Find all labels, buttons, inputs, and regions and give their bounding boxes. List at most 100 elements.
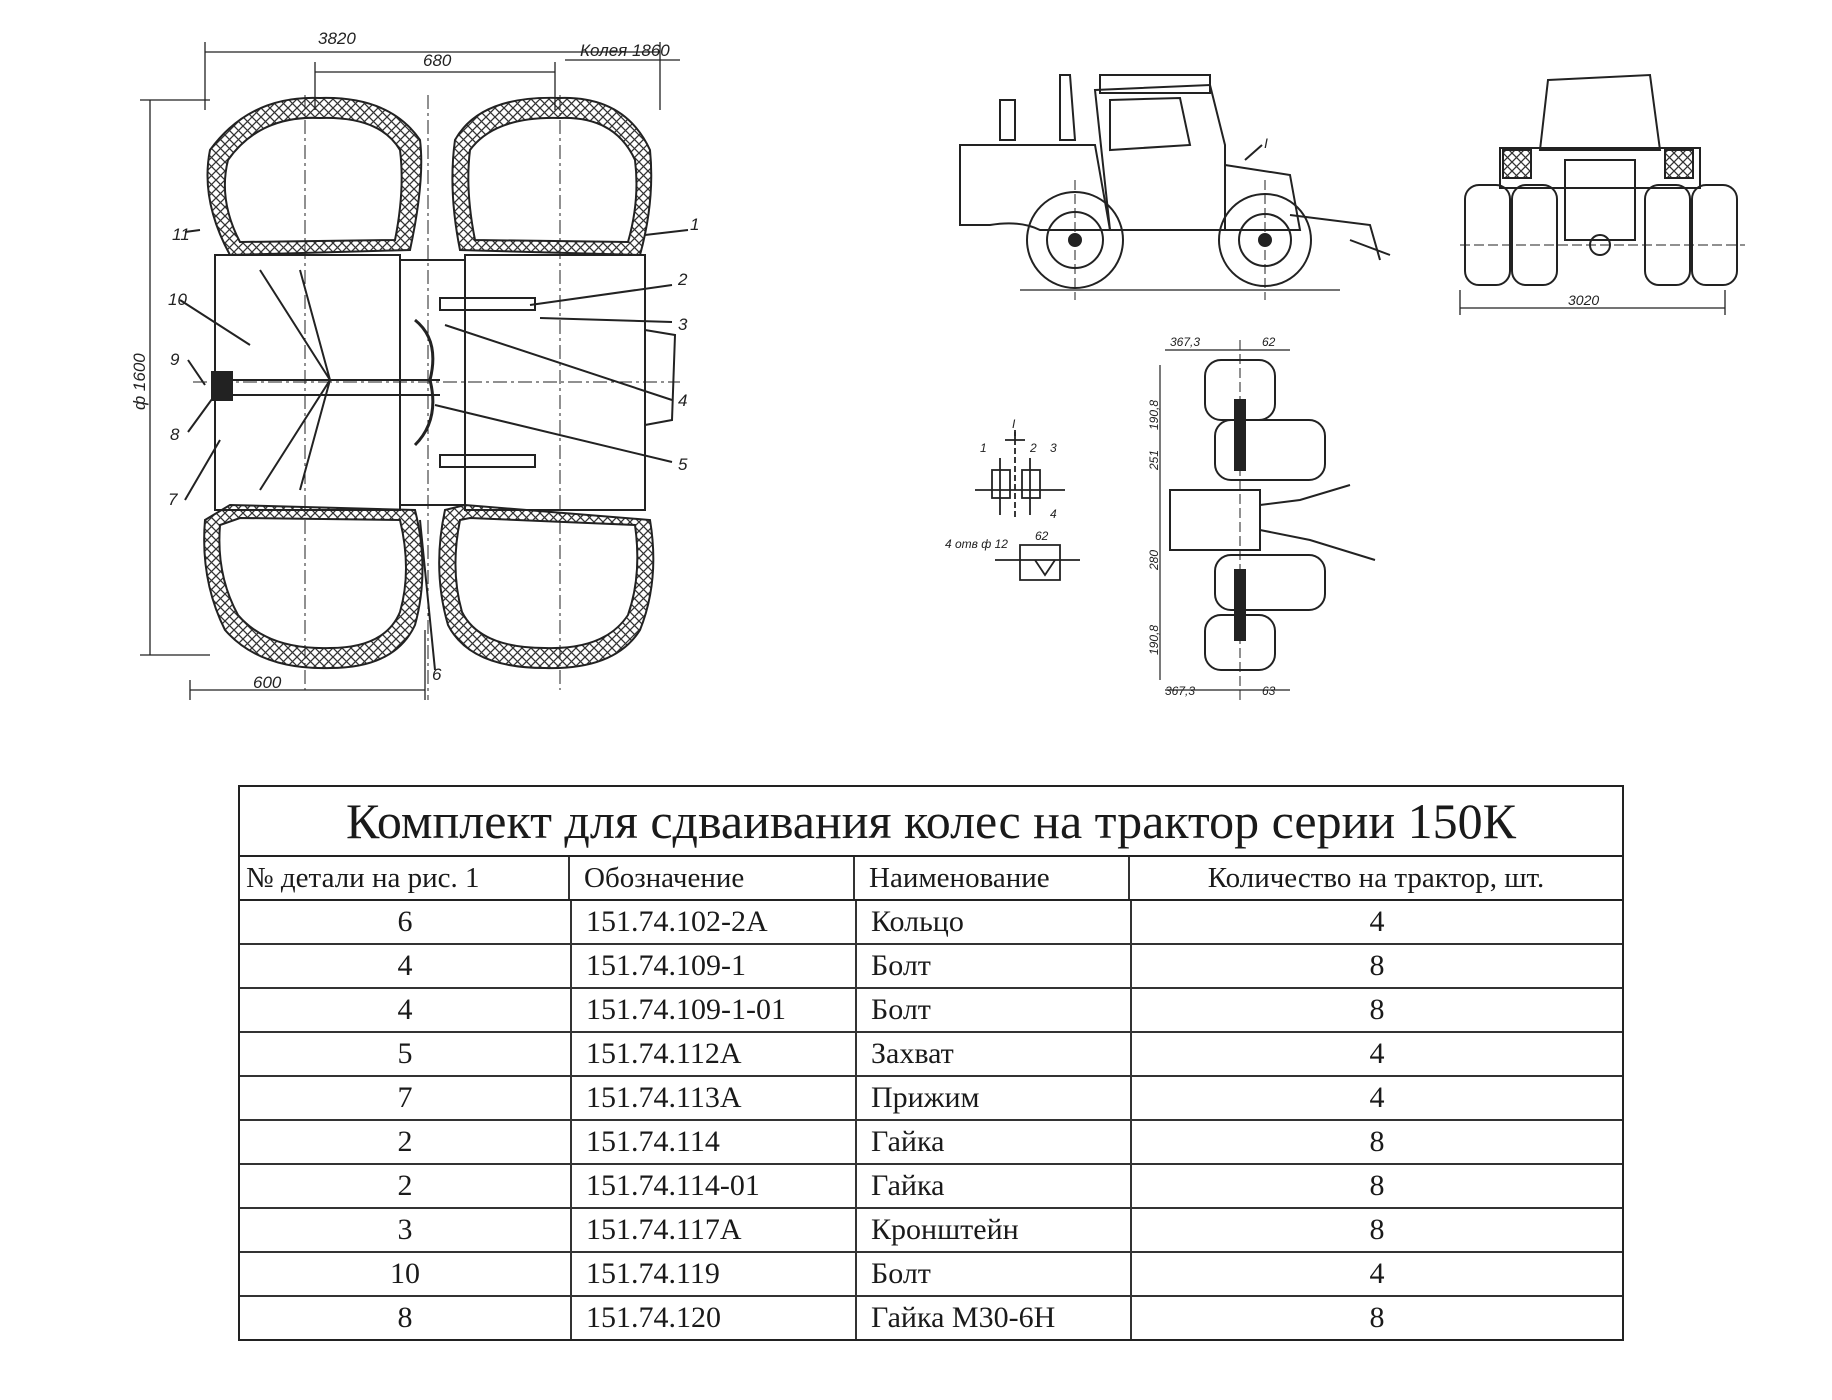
name-cell: Прижим [857, 1077, 1132, 1119]
name-cell: Болт [857, 1253, 1132, 1295]
svg-text:680: 680 [423, 51, 452, 70]
designation-cell: 151.74.113А [572, 1077, 857, 1119]
svg-text:5: 5 [678, 455, 688, 474]
quantity-cell: 8 [1369, 1125, 1385, 1158]
name-cell: Болт [857, 945, 1132, 987]
svg-text:62: 62 [1262, 335, 1276, 349]
svg-text:3: 3 [1050, 441, 1057, 455]
name-cell: Кронштейн [857, 1209, 1132, 1251]
svg-text:190,8: 190,8 [1147, 400, 1161, 430]
tire-bottom-right [438, 503, 655, 670]
name-cell: Болт [857, 989, 1132, 1031]
svg-text:1: 1 [980, 441, 987, 455]
detail-view-1-labels: I 1 2 3 4 4 отв ф 12 62 [945, 417, 1057, 551]
svg-text:6: 6 [432, 665, 442, 684]
svg-text:367,3: 367,3 [1165, 684, 1195, 698]
designation-cell: 151.74.109-1 [572, 945, 857, 987]
tire-top-right [451, 96, 653, 257]
name-cell: Кольцо [857, 901, 1132, 943]
dual-wheel-section-view [140, 42, 689, 700]
tractor-rear-view [1459, 73, 1745, 315]
designation-cell: 151.74.112А [572, 1033, 857, 1075]
svg-text:11: 11 [172, 225, 190, 244]
designation-cell: 151.74.120 [572, 1297, 857, 1339]
svg-text:2: 2 [677, 270, 688, 289]
svg-text:1: 1 [690, 215, 699, 234]
part-no-cell: 3 [240, 1209, 572, 1251]
name-cell: Гайка [857, 1121, 1132, 1163]
svg-text:4 отв ф 12: 4 отв ф 12 [945, 537, 1008, 551]
svg-text:367,3: 367,3 [1170, 335, 1200, 349]
quantity-cell: 8 [1369, 1213, 1385, 1246]
designation-cell: 151.74.102-2А [572, 901, 857, 943]
clamp-bolt [211, 371, 233, 401]
tractor-side-view [959, 74, 1391, 300]
svg-text:ф 1600: ф 1600 [130, 353, 149, 410]
svg-text:280: 280 [1147, 550, 1161, 571]
part-no-cell: 6 [240, 901, 572, 943]
view-marker-label: I [1264, 135, 1268, 151]
svg-text:8: 8 [170, 425, 180, 444]
quantity-cell: 4 [1369, 1081, 1385, 1114]
svg-text:3: 3 [678, 315, 688, 334]
part-no-cell: 7 [240, 1077, 572, 1119]
part-no-cell: 2 [240, 1165, 572, 1207]
part-no-cell: 10 [240, 1253, 572, 1295]
svg-text:251: 251 [1147, 450, 1161, 471]
svg-text:4: 4 [1050, 507, 1057, 521]
header-name: Наименование [855, 857, 1130, 899]
name-cell: Захват [857, 1033, 1132, 1075]
designation-cell: 151.74.114-01 [572, 1165, 857, 1207]
header-part-no: № детали на рис. 1 [240, 857, 570, 899]
svg-text:I: I [1012, 417, 1016, 431]
plan-view-labels: 367,3 62 190,8 251 280 190,8 367,3 63 [1147, 335, 1276, 698]
bolt-lower [439, 454, 536, 468]
designation-cell: 151.74.114 [572, 1121, 857, 1163]
rear-width-label: 3020 [1568, 292, 1599, 308]
svg-text:9: 9 [170, 350, 180, 369]
header-quantity: Количество на трактор, шт. [1207, 861, 1545, 894]
designation-cell: 151.74.119 [572, 1253, 857, 1295]
quantity-cell: 4 [1369, 1257, 1385, 1290]
name-cell: Гайка М30-6Н [857, 1297, 1132, 1339]
part-no-cell: 5 [240, 1033, 572, 1075]
designation-cell: 151.74.117А [572, 1209, 857, 1251]
svg-text:Колея 1860: Колея 1860 [580, 41, 670, 60]
svg-text:62: 62 [1035, 529, 1049, 543]
part-no-cell: 8 [240, 1297, 572, 1339]
tractor-plan-view [1159, 340, 1376, 700]
parts-table-header: № детали на рис. 1 Обозначение Наименова… [240, 857, 1622, 901]
spokes [259, 269, 332, 491]
bolt-upper [439, 297, 536, 311]
ring-part [413, 318, 435, 447]
quantity-cell: 8 [1369, 1169, 1385, 1202]
part-no-cell: 2 [240, 1121, 572, 1163]
parts-table-title: Комплект для сдваивания колес на трактор… [240, 787, 1622, 857]
quantity-cell: 4 [1369, 1037, 1385, 1070]
designation-cell: 151.74.109-1-01 [572, 989, 857, 1031]
quantity-cell: 4 [1369, 905, 1385, 938]
svg-text:3820: 3820 [318, 29, 356, 48]
tire-bottom-left [203, 503, 424, 670]
part-no-cell: 4 [240, 945, 572, 987]
svg-text:4: 4 [678, 391, 687, 410]
detail-view-1 [975, 430, 1080, 581]
axle-line [230, 379, 440, 396]
header-designation: Обозначение [570, 857, 855, 899]
quantity-cell: 8 [1369, 1301, 1385, 1334]
svg-text:2: 2 [1029, 441, 1037, 455]
tire-top-left [206, 96, 423, 257]
svg-text:10: 10 [168, 290, 187, 309]
